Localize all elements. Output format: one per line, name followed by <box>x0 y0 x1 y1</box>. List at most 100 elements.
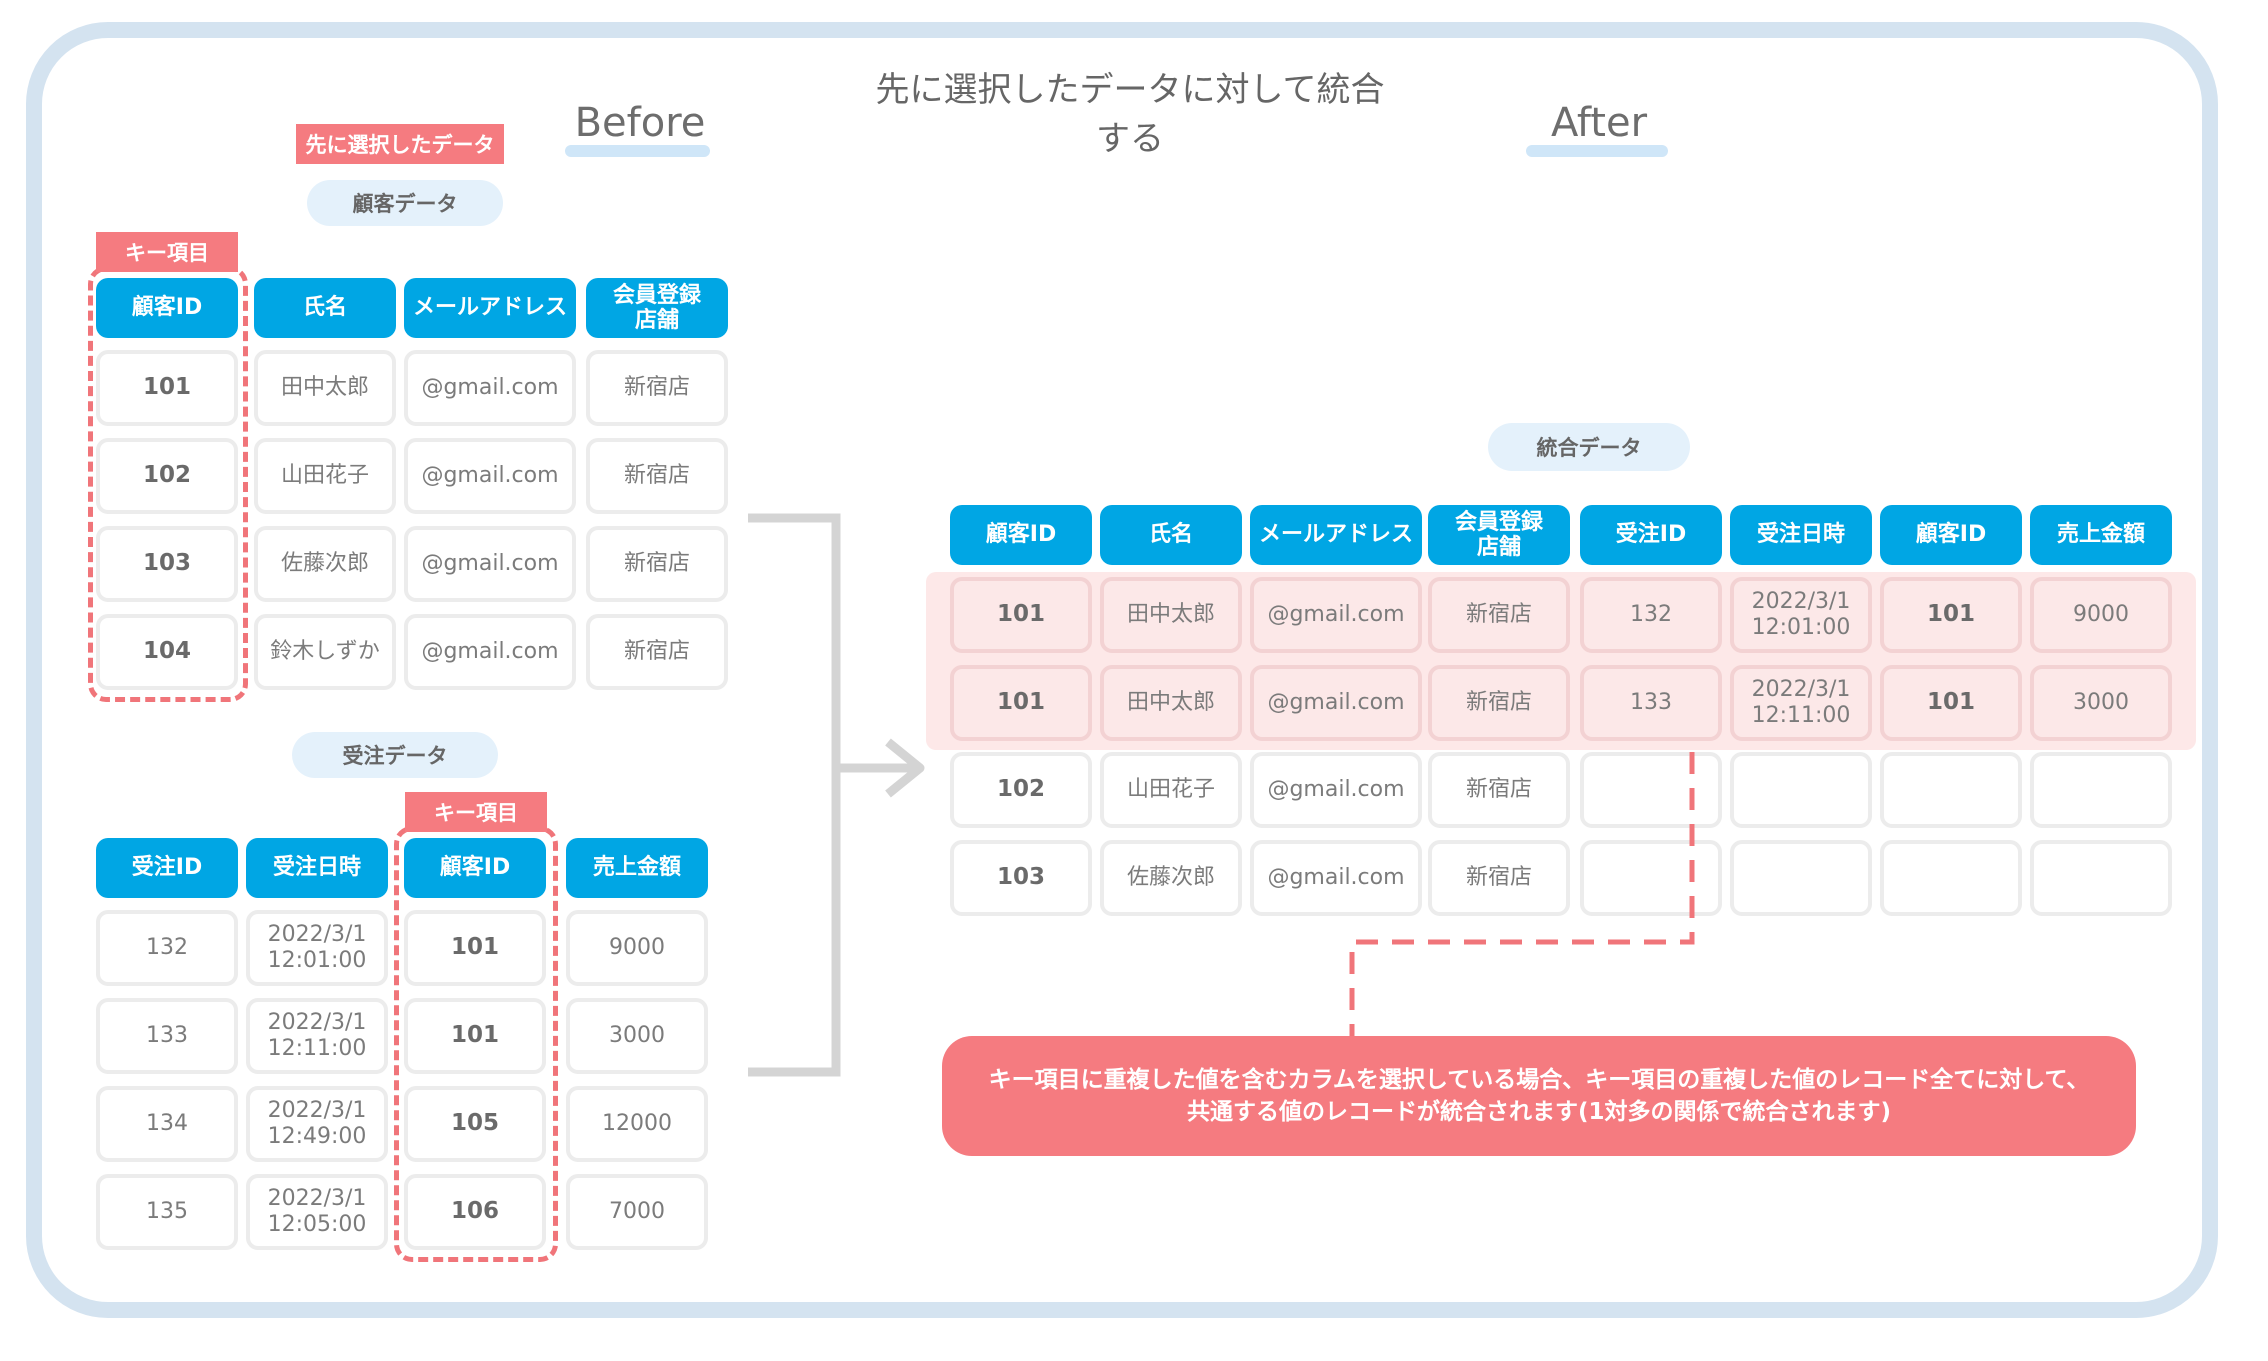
merged-cell <box>1880 752 2022 828</box>
merged-cell-value: 103 <box>996 864 1045 891</box>
merged-cell: 新宿店 <box>1428 840 1570 916</box>
order-cell-value: 134 <box>146 1110 188 1136</box>
order-cell: 101 <box>404 910 546 986</box>
merged-header-label: 会員登録 店舗 <box>1454 509 1543 560</box>
customer-header-1: 氏名 <box>254 278 396 338</box>
merged-cell: 9000 <box>2030 577 2172 653</box>
merged-cell-value: 101 <box>996 601 1045 628</box>
merged-cell-value: @gmail.com <box>1267 689 1405 715</box>
merged-cell-value: 102 <box>996 776 1045 803</box>
merged-cell: @gmail.com <box>1250 665 1422 741</box>
order-cell-value: 12000 <box>602 1110 672 1136</box>
diagram-title: 先に選択したデータに対して統合する <box>875 70 1385 159</box>
order-header-2: 顧客ID <box>404 838 546 898</box>
merged-cell: 2022/3/1 12:11:00 <box>1730 665 1872 741</box>
note-callout: キー項目に重複した値を含むカラムを選択している場合、キー項目の重複した値のレコー… <box>942 1036 2136 1156</box>
customer-cell-value: @gmail.com <box>421 462 559 488</box>
merge-bracket-arrow <box>748 513 925 1077</box>
merged-cell: 102 <box>950 752 1092 828</box>
customer-cell: 104 <box>96 614 238 690</box>
merged-cell <box>1730 752 1872 828</box>
merged-header-1: 氏名 <box>1100 505 1242 565</box>
customer-header-2: メールアドレス <box>404 278 576 338</box>
customer-cell-value: 102 <box>142 462 191 489</box>
customer-cell: 新宿店 <box>586 614 728 690</box>
order-table-label: 受注データ <box>292 732 498 778</box>
customer-cell-value: @gmail.com <box>421 374 559 400</box>
customer-cell-value: 新宿店 <box>623 462 690 488</box>
order-header-label: 顧客ID <box>439 855 511 881</box>
order-header-3: 売上金額 <box>566 838 708 898</box>
merged-header-label: 氏名 <box>1148 522 1193 548</box>
order-cell: 2022/3/1 12:05:00 <box>246 1174 388 1250</box>
order-cell: 132 <box>96 910 238 986</box>
merged-cell-value: 101 <box>996 689 1045 716</box>
order-cell-value: 2022/3/1 12:01:00 <box>267 921 367 973</box>
merged-cell-value: 佐藤次郎 <box>1126 864 1215 890</box>
customer-cell-value: 新宿店 <box>623 550 690 576</box>
merged-cell: 田中太郎 <box>1100 577 1242 653</box>
merged-cell: 101 <box>1880 665 2022 741</box>
merged-cell <box>1730 840 1872 916</box>
merged-cell: @gmail.com <box>1250 752 1422 828</box>
merged-cell <box>2030 752 2172 828</box>
note-line-2: 共通する値のレコードが統合されます(1対多の関係で統合されます) <box>1186 1099 1892 1125</box>
after-underline <box>1526 145 1668 157</box>
customer-cell-value: 田中太郎 <box>280 374 369 400</box>
customer-header-label: 顧客ID <box>131 295 203 321</box>
customer-cell: 101 <box>96 350 238 426</box>
merged-cell: 101 <box>950 577 1092 653</box>
selected-data-tag: 先に選択したデータ <box>296 124 504 164</box>
merged-cell: 3000 <box>2030 665 2172 741</box>
order-cell: 3000 <box>566 998 708 1074</box>
customer-table-label: 顧客データ <box>307 180 503 226</box>
customer-cell-value: 103 <box>142 550 191 577</box>
order-cell: 2022/3/1 12:11:00 <box>246 998 388 1074</box>
merged-header-label: 受注日時 <box>1756 522 1845 548</box>
order-cell-value: 101 <box>450 1022 499 1049</box>
customer-cell-value: 佐藤次郎 <box>280 550 369 576</box>
customer-cell: @gmail.com <box>404 526 576 602</box>
before-underline <box>565 145 710 157</box>
order-cell-value: 9000 <box>609 934 665 960</box>
merged-header-3: 会員登録 店舗 <box>1428 505 1570 565</box>
customer-cell: 新宿店 <box>586 438 728 514</box>
customer-cell-value: @gmail.com <box>421 638 559 664</box>
customer-cell: 新宿店 <box>586 526 728 602</box>
merged-cell <box>1880 840 2022 916</box>
customer-cell-value: 新宿店 <box>623 374 690 400</box>
customer-cell: @gmail.com <box>404 438 576 514</box>
order-cell-value: 2022/3/1 12:49:00 <box>267 1097 367 1149</box>
merged-cell-value: 101 <box>1926 601 1975 628</box>
merged-header-7: 売上金額 <box>2030 505 2172 565</box>
before-label: Before <box>574 100 706 146</box>
merged-cell: @gmail.com <box>1250 840 1422 916</box>
order-cell: 134 <box>96 1086 238 1162</box>
order-cell: 2022/3/1 12:01:00 <box>246 910 388 986</box>
order-cell-value: 101 <box>450 934 499 961</box>
merged-header-label: 受注ID <box>1615 522 1687 548</box>
merged-header-2: メールアドレス <box>1250 505 1422 565</box>
customer-cell: 山田花子 <box>254 438 396 514</box>
order-cell-value: 7000 <box>609 1198 665 1224</box>
order-cell: 101 <box>404 998 546 1074</box>
customer-header-label: 会員登録 店舗 <box>612 282 701 333</box>
order-cell-value: 2022/3/1 12:05:00 <box>267 1185 367 1237</box>
order-cell: 9000 <box>566 910 708 986</box>
customer-cell-value: 104 <box>142 638 191 665</box>
merged-header-4: 受注ID <box>1580 505 1722 565</box>
merged-cell-value: 3000 <box>2073 689 2129 715</box>
merged-cell-value: 新宿店 <box>1465 601 1532 627</box>
customer-header-3: 会員登録 店舗 <box>586 278 728 338</box>
merged-cell-value: 9000 <box>2073 601 2129 627</box>
order-cell-value: 135 <box>146 1198 188 1224</box>
note-connector <box>1349 752 1695 1036</box>
note-line-1: キー項目に重複した値を含むカラムを選択している場合、キー項目の重複した値のレコー… <box>988 1066 2090 1093</box>
merged-cell: 103 <box>950 840 1092 916</box>
order-cell: 135 <box>96 1174 238 1250</box>
customer-header-0: 顧客ID <box>96 278 238 338</box>
customer-cell-value: 101 <box>142 374 191 401</box>
merged-cell-value: 101 <box>1926 689 1975 716</box>
customer-cell: 新宿店 <box>586 350 728 426</box>
customer-cell: 佐藤次郎 <box>254 526 396 602</box>
